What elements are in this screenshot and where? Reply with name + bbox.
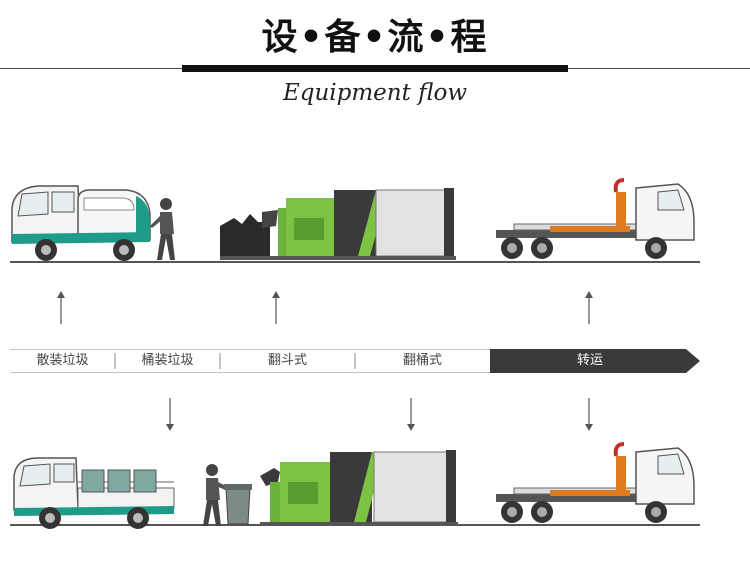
down-arrow-icon bbox=[407, 398, 415, 431]
dump-compactor-station-illustration bbox=[220, 188, 456, 260]
electric-collection-vehicle-illustration bbox=[11, 185, 151, 261]
flow-stage-bin-waste: 桶装垃圾 bbox=[141, 353, 194, 368]
top-ground-line bbox=[10, 261, 700, 263]
up-arrow-icon bbox=[585, 291, 593, 324]
flow-stage-bulk-waste: 散装垃圾 bbox=[36, 353, 89, 368]
flow-stage-dump-type: 翻斗式 bbox=[267, 353, 307, 368]
page-title: 设•备•流•程 bbox=[261, 17, 489, 58]
process-flow-bar bbox=[10, 349, 700, 373]
worker-with-bin-figure bbox=[203, 464, 252, 526]
up-arrow-icon bbox=[272, 291, 280, 324]
worker-figure bbox=[150, 198, 175, 260]
hook-lift-transfer-truck-illustration bbox=[496, 442, 695, 523]
bin-carrier-vehicle-illustration bbox=[13, 457, 175, 529]
up-arrow-icon bbox=[57, 291, 65, 324]
flow-stage-transfer: 转运 bbox=[576, 353, 603, 368]
hook-lift-transfer-truck-illustration bbox=[496, 178, 695, 259]
down-arrow-icon bbox=[166, 398, 174, 431]
title-divider-bar bbox=[182, 65, 568, 72]
page-subtitle: Equipment flow bbox=[282, 80, 468, 106]
down-arrow-icon bbox=[585, 398, 593, 431]
bin-tipping-compactor-station-illustration bbox=[260, 450, 458, 526]
flow-stage-bin-tipping-type: 翻桶式 bbox=[402, 353, 442, 368]
